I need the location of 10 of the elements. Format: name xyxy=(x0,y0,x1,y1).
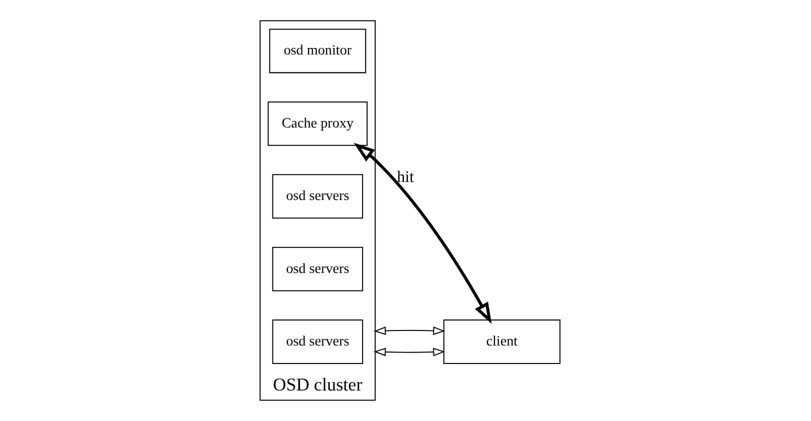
edge-label: hit xyxy=(396,169,414,186)
node-box: osd servers xyxy=(272,320,363,364)
arrow xyxy=(353,142,492,324)
node-box: osd monitor xyxy=(268,28,366,74)
arrow xyxy=(373,326,445,335)
arrow xyxy=(373,348,445,356)
node-box: osd servers xyxy=(272,174,363,219)
node-box: client xyxy=(442,320,560,364)
node-box: Cache proxy xyxy=(267,101,368,146)
node-box: osd servers xyxy=(272,246,363,292)
